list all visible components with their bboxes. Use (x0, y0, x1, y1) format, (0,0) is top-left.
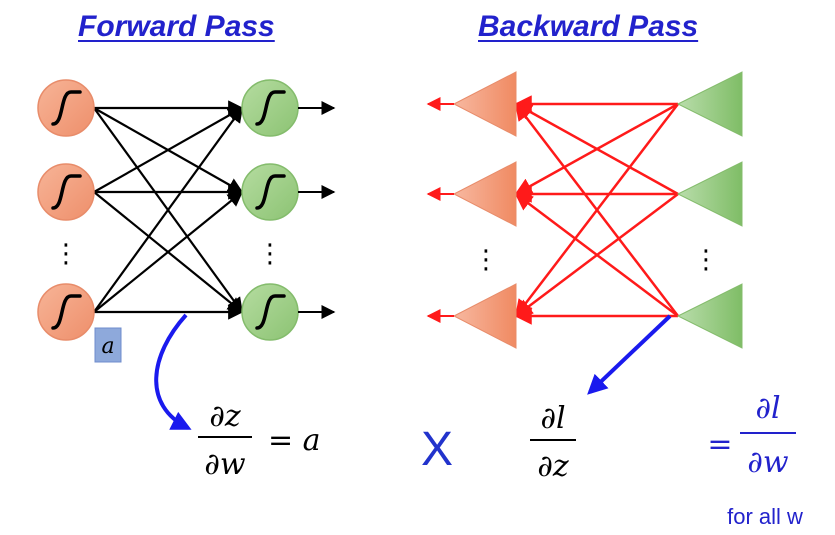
forward-edge (93, 106, 243, 313)
neuron-circle (241, 79, 299, 137)
activation-label: a (101, 334, 114, 359)
input-neuron (37, 163, 95, 221)
forward-edges (93, 100, 244, 320)
backward-output-arrows (426, 97, 454, 323)
backward-left-triangle-icon (452, 283, 517, 349)
input-neuron (37, 283, 95, 341)
neuron-circle (37, 283, 95, 341)
output-neurons (241, 79, 299, 341)
backward-right-triangle-icon (676, 71, 743, 137)
sigmoid-icon (51, 174, 82, 210)
forward-edge (93, 107, 244, 193)
forward-output-arrows (298, 101, 336, 319)
backward-blue-arrow (587, 314, 672, 395)
dl-denominator: ∂z (537, 449, 569, 484)
forward-blue-arrow (154, 313, 192, 430)
sigmoid-icon (255, 294, 286, 330)
activation-label-box (94, 327, 122, 363)
output-neuron (241, 283, 299, 341)
neuron-circle (37, 79, 95, 137)
ellipsis-input: ⋮ (53, 239, 79, 269)
forward-edge (93, 191, 244, 313)
sigmoid-icon (51, 90, 82, 126)
ellipsis-backward-right: ⋮ (693, 245, 719, 275)
output-neuron (241, 79, 299, 137)
backward-pass-title: Backward Pass (478, 10, 699, 43)
neuron-circle (241, 283, 299, 341)
backward-edge (514, 102, 679, 317)
result-equals: = (707, 427, 732, 462)
sigmoid-icon (51, 294, 82, 330)
input-neuron (37, 79, 95, 137)
ellipsis-backward-left: ⋮ (473, 245, 499, 275)
result-denominator: ∂w (747, 445, 789, 480)
sigmoid-icon (255, 90, 286, 126)
backward-left-triangle-icon (452, 161, 517, 227)
backward-edges (514, 95, 679, 325)
dz-numerator: ∂z (209, 399, 241, 434)
backward-edge (514, 102, 679, 196)
backward-right-triangle-icon (676, 283, 743, 349)
backward-right-triangle-icon (676, 161, 743, 227)
forward-pass-title: Forward Pass (78, 10, 275, 43)
dz-denominator: ∂w (204, 447, 246, 482)
backward-left-nodes (452, 71, 517, 349)
backward-edge (514, 192, 679, 317)
input-neurons (37, 79, 95, 341)
backward-right-nodes (676, 71, 743, 349)
result-numerator: ∂l (755, 391, 780, 426)
for-all-note: for all w (727, 504, 803, 529)
equals-a: = a (268, 423, 321, 458)
dl-numerator: ∂l (540, 401, 565, 436)
output-neuron (241, 163, 299, 221)
multiply-sign: X (421, 423, 453, 476)
neuron-circle (241, 163, 299, 221)
backward-left-triangle-icon (452, 71, 517, 137)
neuron-circle (37, 163, 95, 221)
ellipsis-output: ⋮ (257, 239, 283, 269)
sigmoid-icon (255, 174, 286, 210)
